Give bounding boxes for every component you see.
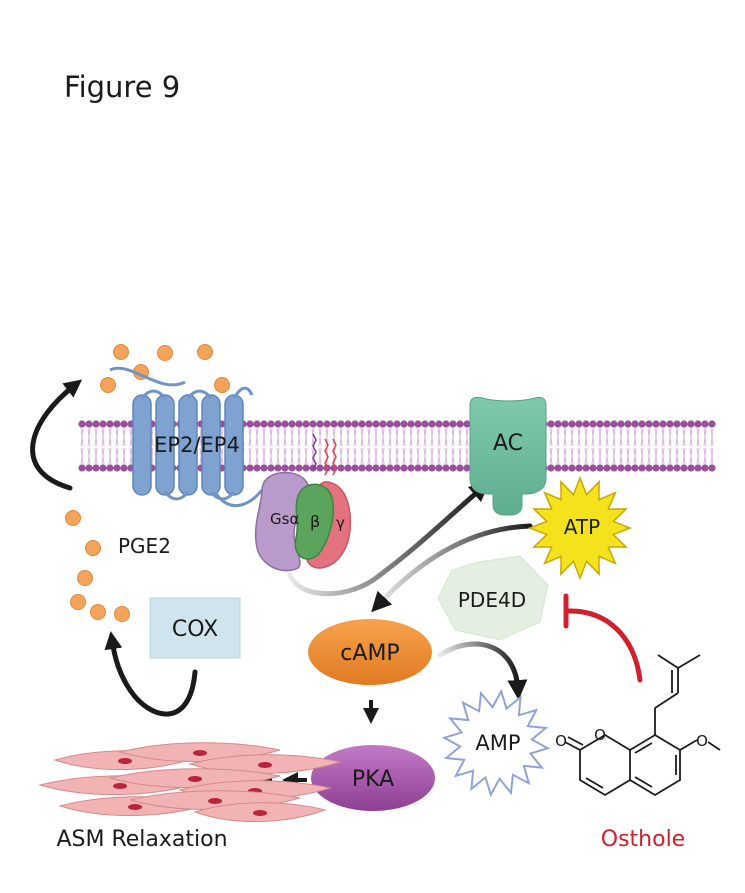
gs-alpha-label: Gsα <box>270 510 299 528</box>
beta-subunit <box>294 483 334 560</box>
osthole-atoms: O O O <box>555 726 708 750</box>
lipid-anchors <box>312 433 337 476</box>
ac-label: AC <box>493 431 523 456</box>
cox-enzyme: COX <box>149 597 241 659</box>
camp-label: cAMP <box>340 641 399 666</box>
airway-smooth-muscle-cells <box>38 742 342 822</box>
cox-label: COX <box>172 617 218 642</box>
svg-text:O: O <box>696 732 708 750</box>
amp-starburst: AMP <box>441 688 551 798</box>
atp-label: ATP <box>564 515 600 539</box>
atp-to-camp-arrow <box>371 523 533 613</box>
svg-text:O: O <box>594 726 606 744</box>
gamma-label: γ <box>336 514 345 532</box>
beta-label: β <box>310 512 320 531</box>
osthole-structure-icon <box>564 654 721 797</box>
pde4d-enzyme: PDE4D <box>437 555 549 641</box>
cox-to-pge2-arrow <box>104 631 198 717</box>
osthole-inhibition-arrow <box>565 608 643 683</box>
gprotein-to-ac-arrow <box>287 481 490 597</box>
pde4d-label: PDE4D <box>458 588 526 612</box>
pka-enzyme: PKA <box>311 745 435 811</box>
atp-starburst: ATP <box>527 475 633 581</box>
amp-label: AMP <box>475 731 520 755</box>
asm-relaxation-label: ASM Relaxation <box>56 827 227 852</box>
ep2-ep4-receptor: EP2/EP4 <box>109 366 264 508</box>
pge2-release-arrow <box>30 379 83 491</box>
osthole-label: Osthole <box>601 827 685 852</box>
pka-label: PKA <box>352 767 394 792</box>
adenylyl-cyclase: AC <box>469 396 547 516</box>
svg-text:O: O <box>555 732 567 750</box>
g-protein: Gsα β γ <box>254 471 352 572</box>
figure-title: Figure 9 <box>64 70 181 104</box>
camp-molecule: cAMP <box>308 619 432 685</box>
receptor-label: EP2/EP4 <box>154 433 240 457</box>
camp-to-amp-arrow <box>437 641 528 700</box>
pge2-label: PGE2 <box>118 534 171 558</box>
pge2-molecules <box>65 344 230 622</box>
